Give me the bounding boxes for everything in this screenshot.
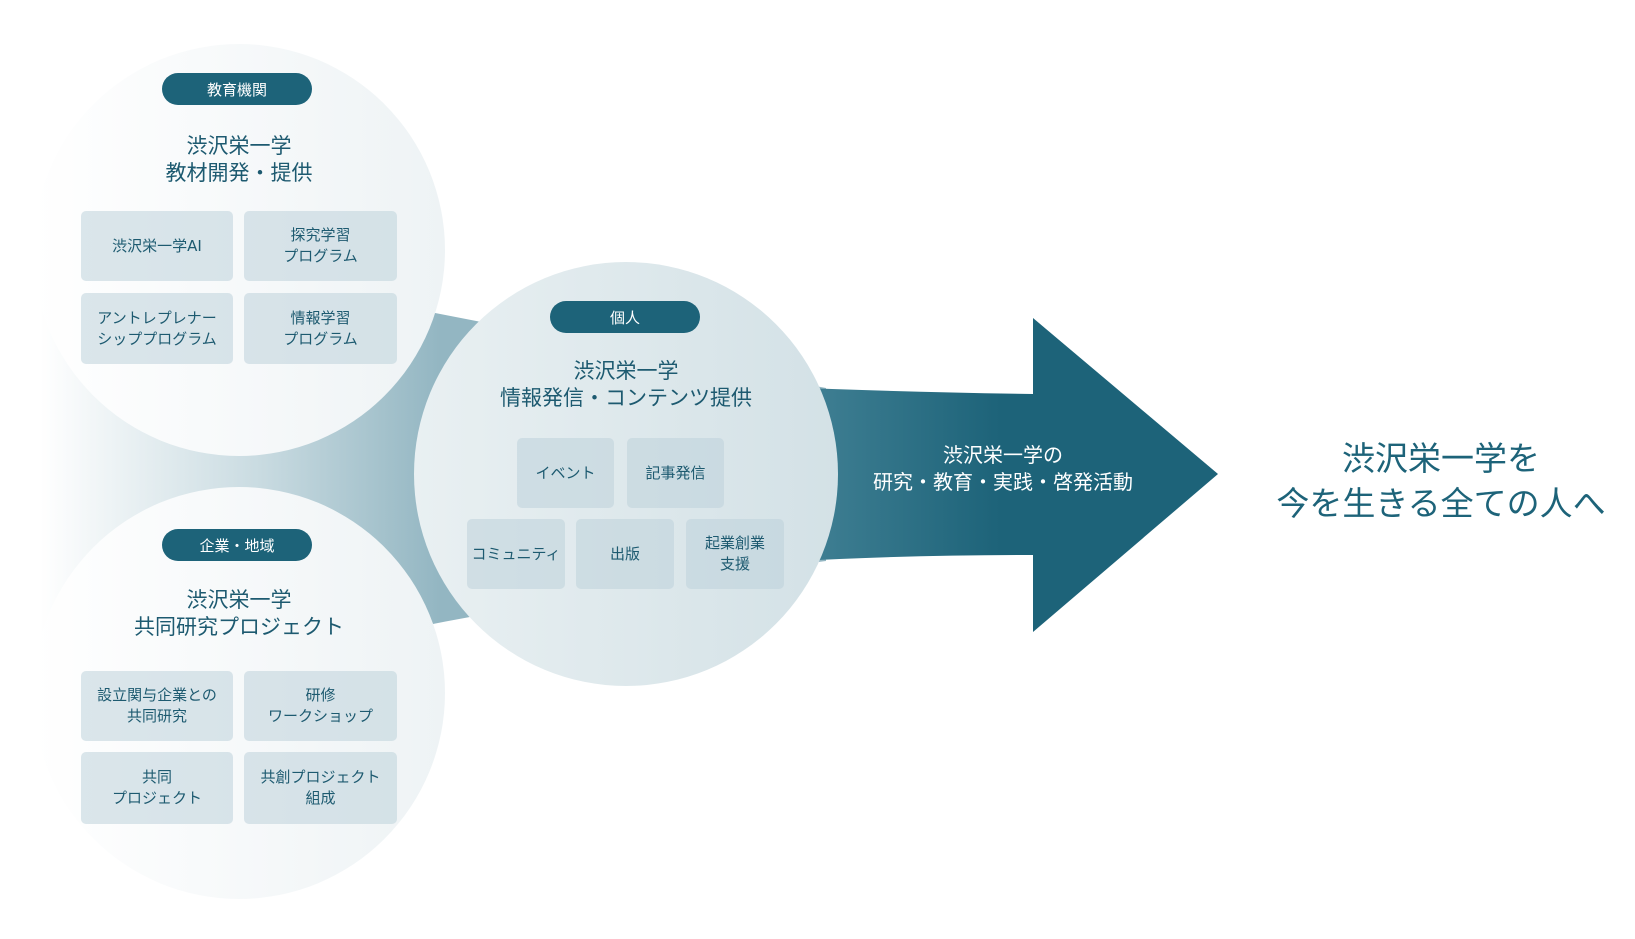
education-item: アントレプレナー シッププログラム <box>81 293 233 364</box>
corporate-item: 共創プロジェクト 組成 <box>244 752 397 824</box>
education-title-line1: 渋沢栄一学 <box>186 134 292 158</box>
individual-title: 渋沢栄一学 情報発信・コンテンツ提供 <box>500 358 752 412</box>
arrow-label-line1: 渋沢栄一学の <box>943 443 1063 467</box>
education-item: 探究学習 プログラム <box>244 211 397 281</box>
individual-item: 出版 <box>576 519 674 589</box>
individual-badge: 個人 <box>550 301 700 333</box>
corporate-item: 設立関与企業との 共同研究 <box>81 671 233 741</box>
individual-item: 記事発信 <box>627 438 724 508</box>
corporate-badge: 企業・地域 <box>162 529 312 561</box>
education-item: 情報学習 プログラム <box>244 293 397 364</box>
individual-title-line2: 情報発信・コンテンツ提供 <box>500 386 752 410</box>
corporate-item: 共同 プロジェクト <box>81 752 233 824</box>
slogan-line1: 渋沢栄一学を <box>1342 439 1540 478</box>
education-title: 渋沢栄一学 教材開発・提供 <box>166 133 313 187</box>
arrow-label: 渋沢栄一学の 研究・教育・実践・啓発活動 <box>873 442 1133 496</box>
individual-item: 起業創業 支援 <box>686 519 784 589</box>
education-badge: 教育機関 <box>162 73 312 105</box>
arrow-label-line2: 研究・教育・実践・啓発活動 <box>873 470 1133 494</box>
corporate-title-line1: 渋沢栄一学 <box>186 588 292 612</box>
slogan: 渋沢栄一学を 今を生きる全ての人へ <box>1276 436 1605 526</box>
individual-item: コミュニティ <box>467 519 565 589</box>
education-title-line2: 教材開発・提供 <box>165 161 313 185</box>
individual-item: イベント <box>517 438 614 508</box>
main-arrow <box>780 318 1218 632</box>
slogan-line2: 今を生きる全ての人へ <box>1276 484 1606 523</box>
corporate-item: 研修 ワークショップ <box>244 671 397 741</box>
education-item: 渋沢栄一学AI <box>81 211 233 281</box>
corporate-title-line2: 共同研究プロジェクト <box>134 615 344 639</box>
individual-title-line1: 渋沢栄一学 <box>573 359 679 383</box>
corporate-title: 渋沢栄一学 共同研究プロジェクト <box>134 587 344 641</box>
